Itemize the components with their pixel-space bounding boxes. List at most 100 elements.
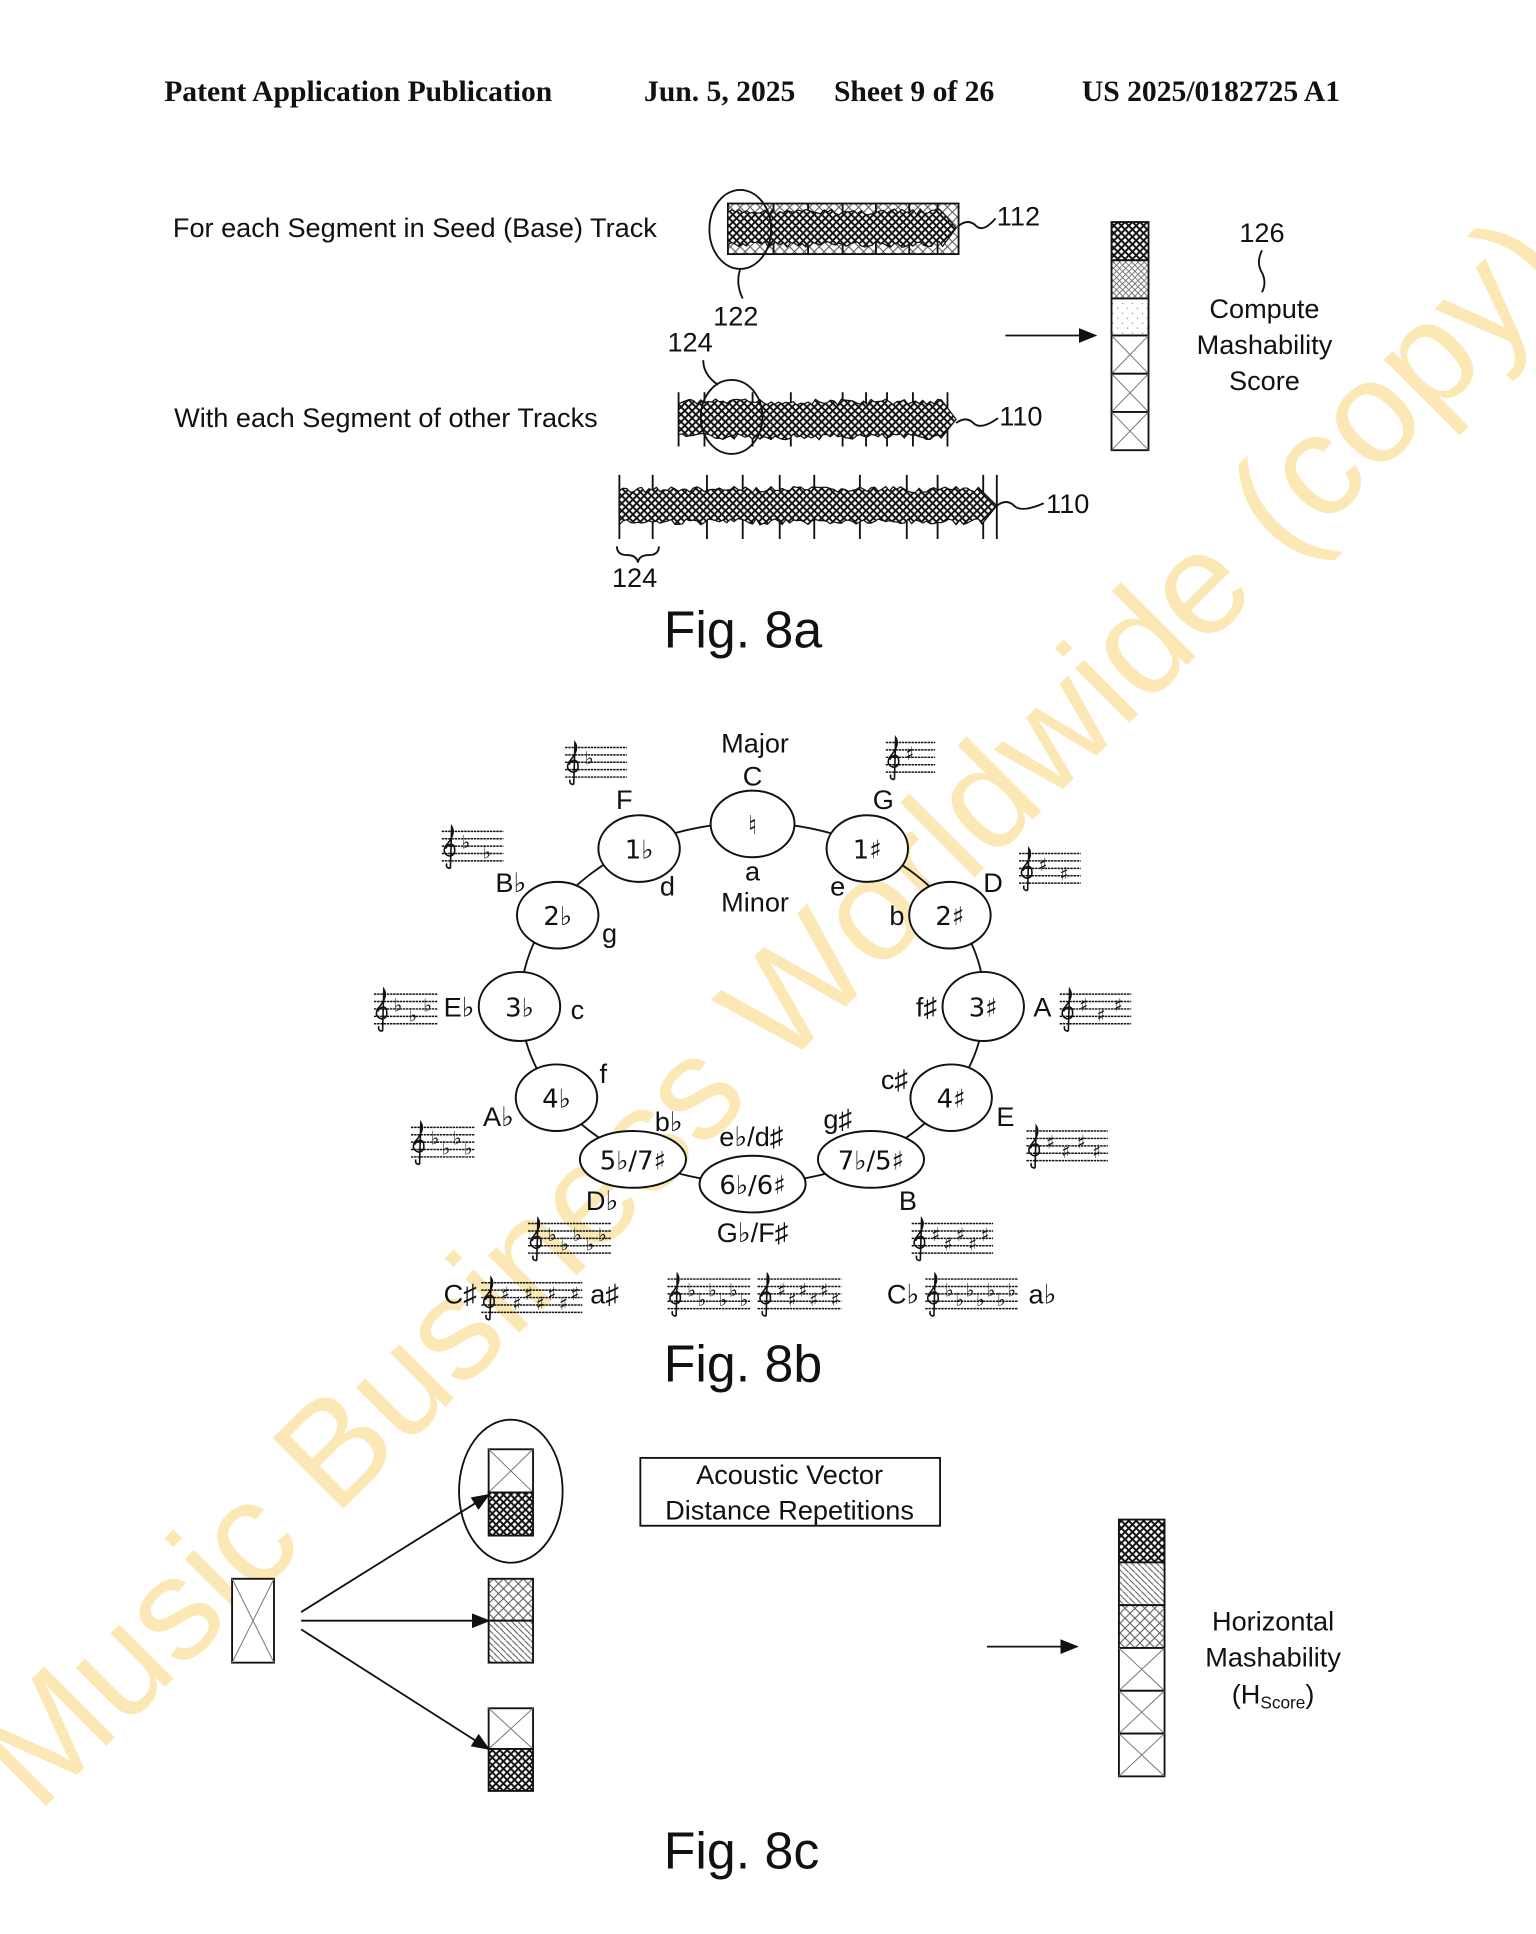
svg-text:♭: ♭ — [482, 842, 491, 863]
svg-text:♭: ♭ — [464, 1138, 473, 1159]
svg-text:♭: ♭ — [698, 1290, 707, 1311]
hscore-cell — [1117, 1518, 1166, 1564]
key-node: 4♯ — [909, 1063, 993, 1133]
svg-text:♯: ♯ — [1077, 1132, 1086, 1153]
key-node: 1♭ — [597, 814, 681, 883]
header-sheet: Sheet 9 of 26 — [834, 76, 994, 108]
svg-text:♯: ♯ — [1039, 855, 1048, 876]
key-label-d: d — [660, 870, 675, 901]
svg-text:♯: ♯ — [931, 1225, 940, 1246]
key-node-label: 1♯ — [853, 835, 882, 865]
svg-text:♭: ♭ — [708, 1280, 717, 1301]
treble-clef-icon — [482, 1275, 495, 1321]
segment-circle-124 — [699, 378, 764, 455]
hscore-label-line1: Horizontal — [1212, 1606, 1334, 1637]
svg-text:♯: ♯ — [1114, 995, 1123, 1016]
key-signature-staff: ♭♭♭♭♭♭ — [667, 1271, 751, 1317]
key-node-label: 4♯ — [937, 1085, 966, 1115]
svg-text:♯: ♯ — [1092, 1142, 1101, 1163]
key-node: 3♭ — [477, 970, 562, 1042]
svg-text:♭: ♭ — [740, 1290, 749, 1311]
score-label-line1: Compute — [1209, 293, 1319, 324]
acoustic-box-line1: Acoustic Vector — [696, 1459, 883, 1490]
svg-text:♯: ♯ — [944, 1235, 953, 1256]
key-signature-staff: ♯♯♯♯ — [1026, 1123, 1108, 1169]
key-label-gs: g♯ — [823, 1104, 852, 1135]
treble-clef-icon — [375, 986, 388, 1032]
key-signature-staff: ♭♭♭♭♭ — [528, 1216, 611, 1262]
key-label-Db: D♭ — [586, 1185, 618, 1216]
svg-text:♭: ♭ — [560, 1235, 569, 1256]
key-node-label: 3♯ — [969, 993, 998, 1023]
fig-8c-caption: Fig. 8c — [664, 1822, 819, 1880]
svg-text:♯: ♯ — [809, 1290, 818, 1311]
key-node: 1♯ — [825, 814, 909, 883]
key-label-A: A — [1033, 991, 1052, 1022]
treble-clef-icon — [566, 739, 579, 786]
score-label-line2: Mashability — [1197, 329, 1333, 360]
key-signature-staff: ♯♯♯ — [1059, 986, 1132, 1032]
key-signature-staff: ♯♯♯♯♯♯ — [757, 1271, 842, 1317]
svg-text:♯: ♯ — [799, 1280, 808, 1301]
match-3-bottom — [487, 1748, 534, 1792]
key-label-f: f — [600, 1058, 608, 1089]
key-node: 5♭/7♯ — [578, 1130, 687, 1189]
segment-circle-122 — [708, 189, 773, 270]
ref-122: 122 — [713, 301, 758, 332]
fig-8b-caption: Fig. 8b — [664, 1334, 822, 1392]
key-label-F: F — [616, 784, 633, 815]
svg-text:♭: ♭ — [548, 1225, 557, 1246]
treble-clef-icon — [1061, 986, 1074, 1032]
key-signature-staff: ♭♭♭♭♭♭♭ — [925, 1271, 1018, 1317]
fig-8a-caption: Fig. 8a — [664, 601, 823, 659]
key-node-label: 7♭/5♯ — [838, 1146, 904, 1176]
svg-text:♯: ♯ — [559, 1294, 568, 1315]
key-signature-staff: ♯♯♯♯♯ — [911, 1216, 994, 1262]
svg-text:♯: ♯ — [981, 1225, 990, 1246]
svg-text:♯: ♯ — [501, 1284, 510, 1305]
ref-112: 112 — [997, 201, 1040, 232]
svg-text:♭: ♭ — [598, 1225, 607, 1246]
key-node-label: 4♭ — [542, 1085, 571, 1115]
key-node: 2♭ — [516, 880, 600, 950]
svg-text:♭: ♭ — [394, 995, 403, 1016]
svg-text:♭: ♭ — [423, 995, 432, 1016]
key-label-G: G — [873, 784, 894, 815]
hscore-cell — [1117, 1604, 1166, 1649]
svg-text:♯: ♯ — [1079, 995, 1088, 1016]
treble-clef-icon — [529, 1216, 542, 1262]
hscore-label-line3: (HScore) — [1232, 1678, 1315, 1712]
key-signature-staff: ♯ — [885, 735, 936, 781]
key-label-Ab: A♭ — [483, 1101, 514, 1132]
key-node: ♮ — [709, 789, 796, 859]
svg-text:♯: ♯ — [513, 1294, 522, 1315]
key-node-label: 2♭ — [543, 902, 572, 932]
key-signature-staff: ♭♭ — [441, 823, 504, 870]
key-node: 7♭/5♯ — [816, 1130, 926, 1189]
key-label-ab: a♭ — [1028, 1279, 1056, 1310]
key-label-Cs: C♯ — [444, 1279, 477, 1310]
leader-112 — [958, 217, 997, 230]
seed-track-waveform — [727, 208, 957, 249]
other-track-waveform-2 — [618, 485, 998, 527]
key-label-a: a — [745, 856, 761, 887]
key-signature-staff: ♯♯♯♯♯♯♯ — [481, 1275, 583, 1321]
svg-text:♭: ♭ — [573, 1225, 582, 1246]
svg-text:♭: ♭ — [408, 1005, 417, 1026]
svg-text:♯: ♯ — [536, 1294, 545, 1315]
svg-text:♯: ♯ — [524, 1284, 533, 1305]
treble-clef-icon — [1020, 846, 1033, 892]
svg-text:♭: ♭ — [955, 1290, 964, 1311]
svg-text:♭: ♭ — [461, 833, 470, 854]
key-node-label: ♮ — [748, 811, 757, 841]
other-track-waveform-1 — [677, 398, 957, 441]
treble-clef-icon — [669, 1271, 682, 1317]
svg-text:♭: ♭ — [585, 749, 594, 770]
treble-clef-icon — [926, 1271, 940, 1317]
match-2-bottom — [487, 1619, 534, 1664]
ref-110-b: 110 — [1046, 488, 1089, 519]
leader-124 — [702, 360, 719, 386]
key-label-Eb: E♭ — [444, 991, 475, 1022]
key-label-GbFs: G♭/F♯ — [717, 1217, 789, 1248]
